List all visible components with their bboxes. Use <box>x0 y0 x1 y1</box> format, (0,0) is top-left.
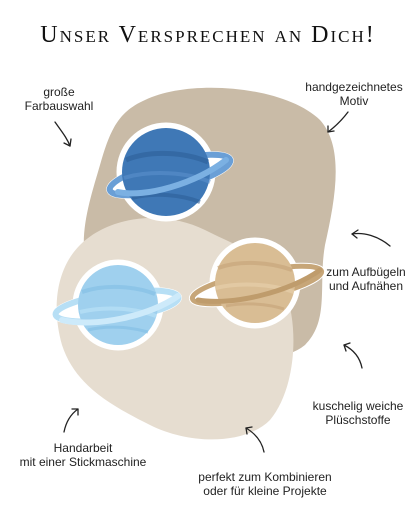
feature-motiv: handgezeichnetes Motiv <box>296 80 412 108</box>
feature-handarbeit-line1: Handarbeit <box>53 441 113 455</box>
feature-pluesch-line2: Plüschstoffe <box>325 413 391 427</box>
feature-aufbuegeln-line1: zum Aufbügeln <box>326 265 406 279</box>
planet-patch-light-blue <box>52 259 182 351</box>
arrow-icon-kombinieren <box>245 426 265 453</box>
planet-patch-dark-blue <box>106 122 234 222</box>
arrow-icon-pluesch <box>343 342 363 369</box>
feature-motiv-line2: Motiv <box>339 94 369 108</box>
planet-patch-beige <box>188 237 326 329</box>
feature-farbauswahl: große Farbauswahl <box>14 85 104 113</box>
feature-handarbeit-line2: mit einer Stickmaschine <box>19 455 147 469</box>
arrow-icon-farbauswahl <box>54 121 72 147</box>
arrow-icon-motiv <box>327 111 349 133</box>
feature-aufbuegeln: zum Aufbügeln und Aufnähen <box>320 265 412 293</box>
feature-kombinieren-line1: perfekt zum Kombinieren <box>198 470 332 484</box>
feature-aufbuegeln-line2: und Aufnähen <box>328 279 404 293</box>
arrow-icon-handarbeit <box>63 408 79 433</box>
feature-handarbeit: Handarbeit mit einer Stickmaschine <box>8 441 158 469</box>
feature-farbauswahl-line1: große <box>43 85 75 99</box>
page-title: Unser Versprechen an Dich! <box>40 22 376 48</box>
arrow-icon-aufbuegeln <box>351 229 391 247</box>
feature-kombinieren: perfekt zum Kombinieren oder für kleine … <box>185 470 345 498</box>
feature-pluesch: kuschelig weiche Plüschstoffe <box>306 399 410 427</box>
feature-kombinieren-line2: oder für kleine Projekte <box>203 484 327 498</box>
feature-motiv-line1: handgezeichnetes <box>305 80 403 94</box>
feature-farbauswahl-line2: Farbauswahl <box>24 99 94 113</box>
feature-pluesch-line1: kuschelig weiche <box>312 399 404 413</box>
